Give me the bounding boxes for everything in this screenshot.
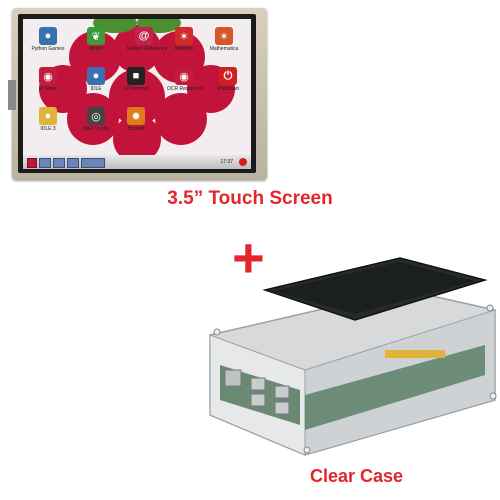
desktop-icon-label: Mathematica	[209, 46, 239, 52]
usb-port-2	[250, 393, 266, 407]
app-icon: ◉	[175, 67, 193, 85]
desktop-icon-ocr-resources[interactable]: ◉OCR Resources	[167, 67, 204, 92]
usb-port-1	[250, 377, 266, 391]
clear-case-title: Clear Case	[310, 466, 404, 486]
usb-port-3	[274, 385, 290, 399]
desktop-icon-label: Python Games	[31, 46, 65, 52]
desktop-icon-label: Scratch	[127, 126, 145, 132]
desktop-icon-debian-reference[interactable]: @Debian Reference	[127, 27, 168, 52]
desktop-icon-label: LXTerminal	[123, 86, 149, 92]
app-icon: ●	[87, 67, 105, 85]
desktop-icon-scratch[interactable]: ✸Scratch	[119, 107, 153, 132]
screen-display: ●Python Games❦Midori@Debian Reference✶Wo…	[23, 19, 251, 169]
desktop-icon-idle-3[interactable]: ●IDLE 3	[31, 107, 65, 132]
desktop-icon-label: Debian Reference	[127, 46, 168, 52]
taskbar-clock: 17:37	[220, 159, 233, 165]
desktop-icon-midori[interactable]: ❦Midori	[79, 27, 113, 52]
desktop-icon-pi-store[interactable]: ◉Pi Store	[31, 67, 65, 92]
app-icon: ✶	[175, 27, 193, 45]
app-icon: ◎	[87, 107, 105, 125]
app-icon: @	[135, 27, 153, 45]
app-icon: ❦	[87, 27, 105, 45]
desktop-icon-lxterminal[interactable]: ■LXTerminal	[119, 67, 153, 92]
desktop-icon-label: Pi Store	[39, 86, 57, 92]
app-icon: ✶	[215, 27, 233, 45]
plus-sign: +	[232, 226, 265, 289]
desktop-icon-wolfram[interactable]: ✶Wolfram	[167, 27, 201, 52]
usb-port-4	[274, 401, 290, 415]
app-icon: ■	[127, 67, 145, 85]
desktop-icon-wifi-config[interactable]: ◎WiFi Config	[79, 107, 113, 132]
desktop-icon-label: IDLE 3	[40, 126, 56, 132]
taskbar[interactable]: 17:37	[23, 155, 251, 169]
desktop-icon-mathematica[interactable]: ✶Mathematica	[207, 27, 241, 52]
desktop-icon-label: Shutdown	[216, 86, 240, 92]
power-icon[interactable]	[239, 158, 247, 166]
app-icon: ◉	[39, 67, 57, 85]
touch-screen-title: 3.5” Touch Screen	[167, 188, 333, 209]
desktop-icon-python-games[interactable]: ●Python Games	[31, 27, 65, 52]
app-icon: ⏻	[219, 67, 237, 85]
desktop-icon-shutdown[interactable]: ⏻Shutdown	[211, 67, 245, 92]
taskbar-button-terminal[interactable]	[67, 158, 79, 168]
app-icon: ●	[39, 107, 57, 125]
taskbar-button-files[interactable]	[39, 158, 51, 168]
desktop-icon-label: OCR Resources	[167, 86, 204, 92]
gpio-header	[385, 350, 445, 358]
taskbar-button-browser[interactable]	[53, 158, 65, 168]
desktop-icon-label: Midori	[89, 46, 103, 52]
desktop-icon-label: IDLE	[90, 86, 102, 92]
app-icon: ●	[39, 27, 57, 45]
taskbar-button-window[interactable]	[81, 158, 105, 168]
desktop-icon-label: WiFi Config	[83, 126, 109, 132]
menu-button[interactable]	[27, 158, 37, 168]
screen-glass	[273, 262, 475, 314]
ethernet-port	[224, 369, 242, 387]
app-icon: ✸	[127, 107, 145, 125]
desktop-icon-idle[interactable]: ●IDLE	[79, 67, 113, 92]
desktop-icon-label: Wolfram	[174, 46, 194, 52]
clear-case-image	[209, 257, 497, 456]
side-connector	[8, 80, 16, 110]
